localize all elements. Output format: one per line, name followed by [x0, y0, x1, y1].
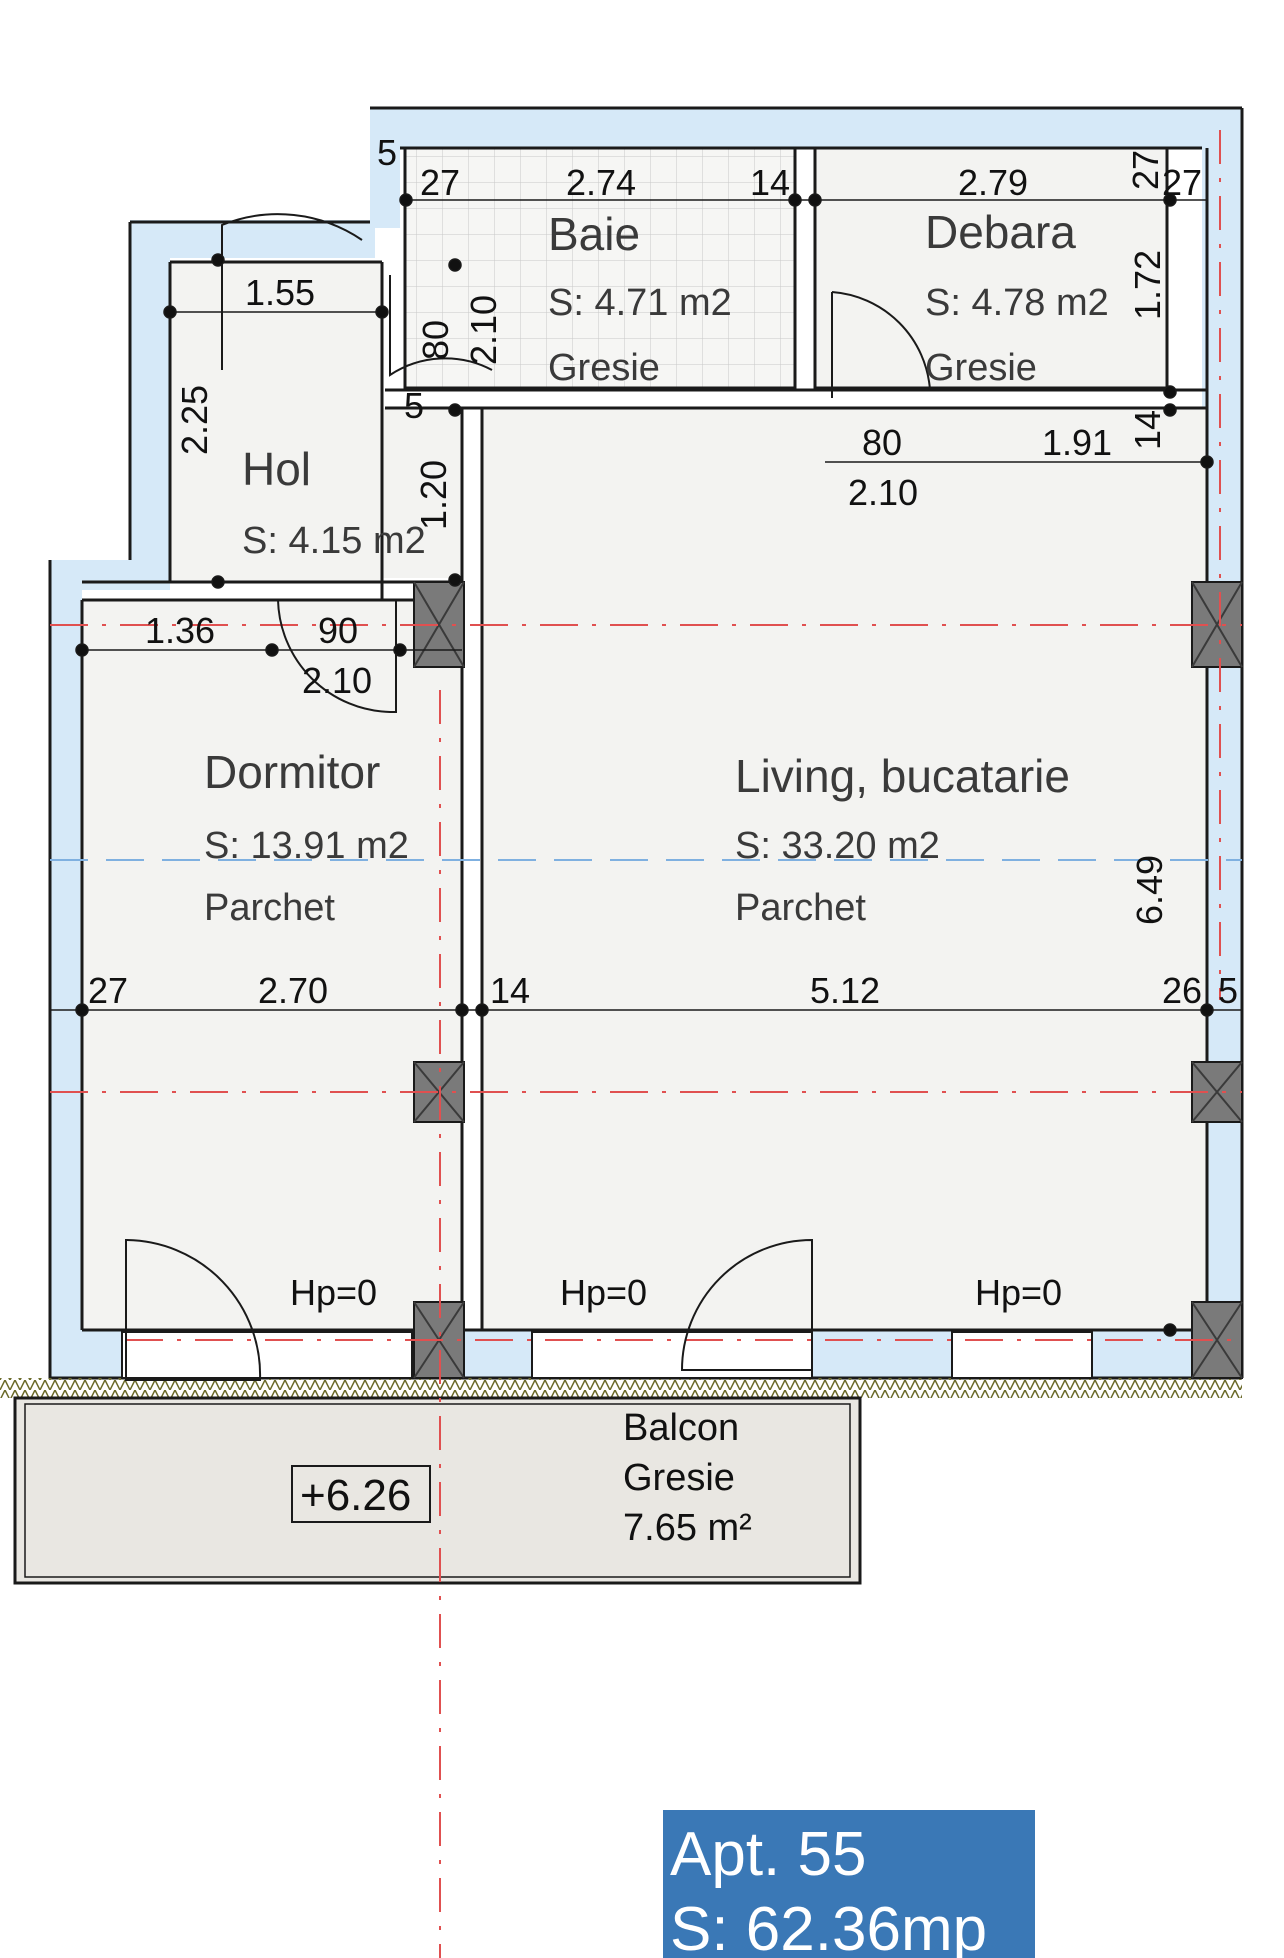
parapet-hatch: [0, 1378, 1242, 1398]
dim-6-49: 6.49: [1129, 855, 1170, 925]
elevation-label: +6.26: [300, 1471, 411, 1520]
columns: [413, 581, 1243, 1379]
dim-80-debara: 80: [862, 422, 902, 463]
room-area-baie: S: 4.71 m2: [548, 282, 732, 324]
dim-27-top-right: 27: [1162, 162, 1202, 203]
dim-1-55: 1.55: [245, 272, 315, 313]
dim-1-20: 1.20: [413, 460, 454, 530]
apartment-area: S: 62.36mp: [670, 1895, 987, 1958]
dim-5-hol: 5: [404, 385, 424, 426]
dim-14-vertical: 14: [1127, 410, 1168, 450]
room-name-balcon: Balcon: [623, 1407, 739, 1449]
dim-1-36: 1.36: [145, 610, 215, 651]
dim-5-top: 5: [377, 132, 397, 173]
balcony: [13, 1396, 862, 1585]
bath-tiles: [405, 148, 795, 388]
dim-14-top: 14: [750, 162, 790, 203]
room-finish-balcon: Gresie: [623, 1457, 735, 1499]
dimension-lines: [50, 193, 1242, 1337]
dim-27-vertical: 27: [1125, 150, 1166, 190]
dim-2-70: 2.70: [258, 970, 328, 1011]
room-area-balcon: 7.65 m²: [623, 1507, 752, 1549]
level-hp-living-right: Hp=0: [975, 1272, 1062, 1313]
room-finish-debara: Gresie: [925, 347, 1037, 389]
room-finish-living: Parchet: [735, 887, 866, 929]
elevation-box: [291, 1465, 431, 1523]
dim-2-10-bath: 2.10: [463, 295, 504, 365]
room-finish-baie: Gresie: [548, 347, 660, 389]
doors: [125, 213, 931, 1381]
room-area-dormitor: S: 13.91 m2: [204, 825, 409, 867]
dim-80-bath: 80: [415, 320, 456, 360]
dim-26: 26: [1162, 970, 1202, 1011]
dim-2-10-debara: 2.10: [848, 472, 918, 513]
dim-5-12: 5.12: [810, 970, 880, 1011]
dim-27-top: 27: [420, 162, 460, 203]
dim-2-79: 2.79: [958, 162, 1028, 203]
room-name-baie: Baie: [548, 208, 640, 260]
level-hp-dormitor: Hp=0: [290, 1272, 377, 1313]
room-finish-dormitor: Parchet: [204, 887, 335, 929]
apartment-badge: [663, 1810, 1035, 1958]
dim-14-bottom: 14: [490, 970, 530, 1011]
dim-5-right: 5: [1218, 970, 1238, 1011]
room-name-hol: Hol: [242, 443, 311, 495]
room-name-dormitor: Dormitor: [204, 746, 380, 798]
axis-lines: [50, 130, 1242, 1958]
room-area-living: S: 33.20 m2: [735, 825, 940, 867]
dim-90: 90: [318, 610, 358, 651]
room-area-hol: S: 4.15 m2: [242, 520, 426, 562]
floors: [82, 148, 1207, 1330]
room-name-debara: Debara: [925, 206, 1076, 258]
room-area-debara: S: 4.78 m2: [925, 282, 1109, 324]
room-name-living: Living, bucatarie: [735, 750, 1070, 802]
dim-2-10-dormitor: 2.10: [302, 660, 372, 701]
level-hp-living-left: Hp=0: [560, 1272, 647, 1313]
dim-1-91: 1.91: [1042, 422, 1112, 463]
dim-1-72: 1.72: [1127, 250, 1168, 320]
dim-2-74: 2.74: [566, 162, 636, 203]
dim-27-bottom: 27: [88, 970, 128, 1011]
apartment-number: Apt. 55: [670, 1820, 866, 1889]
dim-2-25: 2.25: [174, 385, 215, 455]
